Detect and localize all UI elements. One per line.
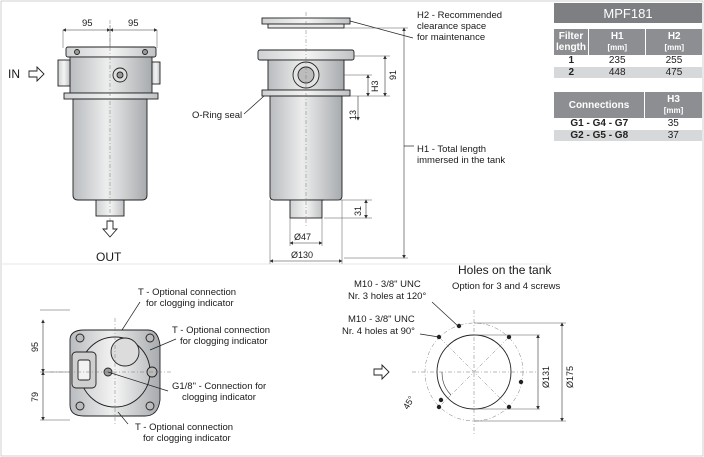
front-dim-left: 95: [82, 18, 93, 29]
svg-text:H2 - Recommended: H2 - Recommended: [417, 10, 502, 21]
svg-text:G1/8" - Connection for: G1/8" - Connection for: [172, 381, 266, 392]
dim-13: 13: [348, 110, 358, 120]
svg-text:Nr. 3 holes at 120°: Nr. 3 holes at 120°: [348, 291, 426, 302]
svg-text:T - Optional connection: T - Optional connection: [135, 422, 233, 433]
table-row: G2 - G5 - G8 37: [554, 129, 702, 142]
in-arrow-icon: [28, 65, 45, 83]
col-filter-length: Filter length: [554, 29, 589, 55]
in-label: IN: [8, 67, 20, 81]
front-view: 95 95 IN OUT: [8, 18, 161, 264]
svg-text:for clogging indicator: for clogging indicator: [143, 433, 231, 444]
dim-h3: H3: [370, 80, 380, 92]
tank-holes-subtitle: Option for 3 and 4 screws: [452, 281, 560, 292]
top-dim-95: 95: [30, 342, 40, 352]
note-t-top: T - Optional connection for clogging ind…: [138, 287, 236, 309]
dim-91: 91: [388, 70, 398, 80]
note-g18: G1/8" - Connection for clogging indicato…: [172, 381, 266, 403]
svg-text:for maintenance: for maintenance: [417, 32, 485, 43]
filter-length-table: Filter length H1 [mm] H2 [mm] 1 235 255 …: [554, 29, 702, 79]
dim-130: Ø130: [291, 250, 313, 260]
front-dim-right: 95: [128, 18, 139, 29]
table-row: 1 235 255: [554, 55, 702, 67]
side-view: H2 - Recommended clearance space for mai…: [192, 10, 505, 264]
note-t-bottom: T - Optional connection for clogging ind…: [135, 422, 233, 444]
note-4-holes: M10 - 3/8" UNC Nr. 4 holes at 90°: [342, 314, 415, 337]
dim-175: Ø175: [565, 366, 575, 388]
table-row: 2 448 475: [554, 66, 702, 79]
dim-31: 31: [353, 206, 363, 216]
svg-text:clogging indicator: clogging indicator: [182, 392, 256, 403]
dim-47: Ø47: [294, 232, 311, 242]
tank-holes-view: Holes on the tank Option for 3 and 4 scr…: [342, 263, 575, 434]
note-3-holes: M10 - 3/8" UNC Nr. 3 holes at 120°: [348, 279, 426, 302]
out-label: OUT: [96, 250, 122, 264]
svg-text:for clogging indicator: for clogging indicator: [146, 298, 234, 309]
col-h1: H1 [mm]: [588, 29, 647, 55]
svg-text:clearance space: clearance space: [417, 21, 486, 32]
col-h3: H3 [mm]: [644, 92, 702, 118]
h1-note: H1 - Total length immersed in the tank: [417, 144, 505, 166]
svg-text:for clogging indicator: for clogging indicator: [180, 336, 268, 347]
svg-text:T - Optional connection: T - Optional connection: [138, 287, 236, 298]
view-arrow-icon: [373, 363, 390, 381]
svg-text:immersed in the tank: immersed in the tank: [417, 155, 505, 166]
dim-131: Ø131: [541, 366, 551, 388]
top-view: 95 79 T - Optional connection for cloggi…: [30, 287, 270, 444]
connections-table: Connections H3 [mm] G1 - G4 - G7 35 G2 -…: [554, 92, 702, 142]
table-row: G1 - G4 - G7 35: [554, 118, 702, 130]
col-connections: Connections: [554, 92, 645, 118]
tank-holes-title: Holes on the tank: [458, 263, 552, 277]
note-t-mid: T - Optional connection for clogging ind…: [172, 325, 270, 347]
svg-text:M10 - 3/8" UNC: M10 - 3/8" UNC: [354, 279, 421, 290]
h2-note: H2 - Recommended clearance space for mai…: [417, 10, 502, 43]
out-arrow-icon: [102, 220, 118, 238]
svg-text:Nr. 4 holes at 90°: Nr. 4 holes at 90°: [342, 326, 415, 337]
svg-text:T - Optional connection: T - Optional connection: [172, 325, 270, 336]
top-dim-79: 79: [30, 392, 40, 402]
svg-text:H1 - Total length: H1 - Total length: [417, 144, 486, 155]
svg-text:M10 - 3/8" UNC: M10 - 3/8" UNC: [348, 314, 415, 325]
col-h2: H2 [mm]: [645, 29, 702, 55]
model-title: MPF181: [554, 3, 702, 23]
oring-note: O-Ring seal: [192, 110, 242, 121]
angle-45: 45°: [401, 394, 417, 411]
